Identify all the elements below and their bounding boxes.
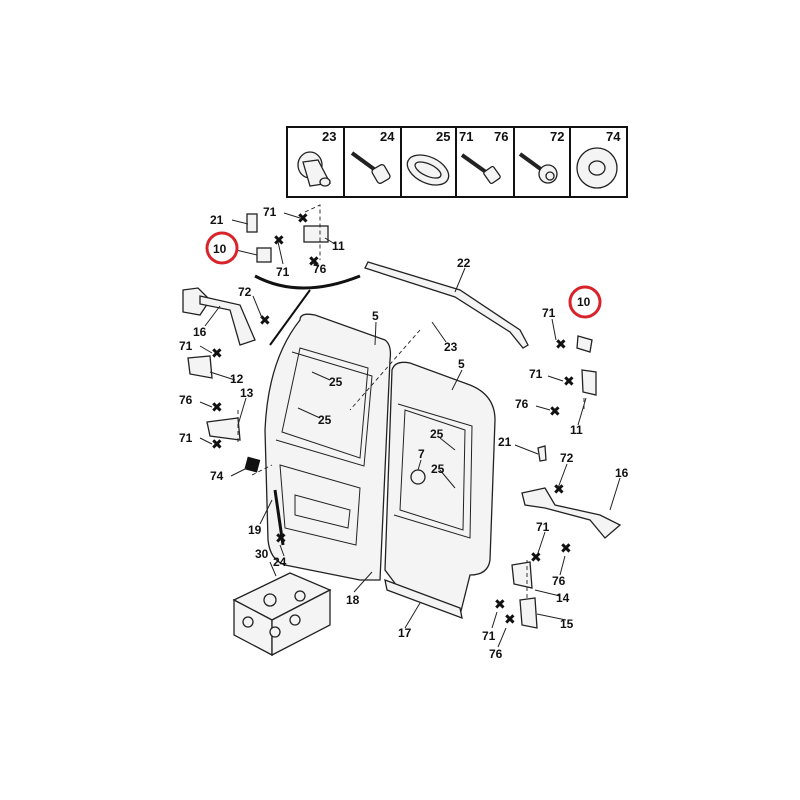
callout-71: 71 <box>529 367 543 381</box>
svg-text:✖: ✖ <box>259 313 271 329</box>
legend-header-72: 72 <box>550 129 564 144</box>
callout-72: 72 <box>238 285 252 299</box>
left-rear-door <box>244 313 392 581</box>
callout-71: 71 <box>276 265 290 279</box>
svg-text:✖: ✖ <box>560 541 572 557</box>
callout-72: 72 <box>560 451 574 465</box>
svg-text:✖: ✖ <box>549 404 561 420</box>
callout-16: 16 <box>193 325 207 339</box>
callout-76: 76 <box>489 647 503 661</box>
callout-10: 10 <box>577 295 591 309</box>
callout-25: 25 <box>430 427 444 441</box>
callout-11: 11 <box>332 239 345 253</box>
callout-22: 22 <box>457 256 471 270</box>
leader-lines <box>199 204 621 648</box>
round-washer-icon <box>576 147 618 189</box>
legend-header-23: 23 <box>322 129 336 144</box>
callout-labels: 21 71 10 71 11 76 22 72 16 5 23 71 12 25… <box>179 205 629 661</box>
callout-14: 14 <box>556 591 570 605</box>
svg-text:✖: ✖ <box>553 482 565 498</box>
callout-23: 23 <box>444 340 458 354</box>
callout-71: 71 <box>542 306 556 320</box>
callout-5: 5 <box>372 309 379 323</box>
svg-text:✖: ✖ <box>211 346 223 362</box>
callout-10: 10 <box>213 242 227 256</box>
roof-seal-strip <box>364 261 529 349</box>
callout-11: 11 <box>570 423 583 437</box>
highlight-circle-left-10 <box>205 231 239 265</box>
callout-13: 13 <box>240 386 254 400</box>
grommet-icon <box>297 151 331 187</box>
svg-text:✖: ✖ <box>494 597 506 613</box>
callout-18: 18 <box>346 593 360 607</box>
svg-text:✖: ✖ <box>504 612 516 628</box>
callout-71: 71 <box>482 629 496 643</box>
highlight-circle-right-10 <box>568 285 602 319</box>
callout-7: 7 <box>418 447 425 461</box>
callout-71: 71 <box>263 205 277 219</box>
callout-12: 12 <box>230 372 244 386</box>
legend-header-74: 74 <box>606 129 621 144</box>
callout-15: 15 <box>560 617 574 631</box>
callout-76: 76 <box>313 262 327 276</box>
callout-25: 25 <box>431 462 445 476</box>
hex-screw-icon <box>460 153 501 185</box>
callout-19: 19 <box>248 523 262 537</box>
svg-text:✖: ✖ <box>308 254 320 270</box>
callout-76: 76 <box>515 397 529 411</box>
legend-header-76: 76 <box>494 129 508 144</box>
svg-text:✖: ✖ <box>297 211 309 227</box>
legend-header-24: 24 <box>380 129 395 144</box>
svg-text:✖: ✖ <box>275 531 287 547</box>
callout-71: 71 <box>536 520 550 534</box>
callout-24: 24 <box>273 555 287 569</box>
callout-76: 76 <box>552 574 566 588</box>
svg-text:✖: ✖ <box>211 400 223 416</box>
fastener-kit-box <box>232 572 332 657</box>
callout-16: 16 <box>615 466 629 480</box>
svg-text:✖: ✖ <box>555 337 567 353</box>
legend-header-25: 25 <box>436 129 450 144</box>
callout-25: 25 <box>329 375 343 389</box>
callout-17: 17 <box>398 626 412 640</box>
callout-21: 21 <box>210 213 224 227</box>
callout-5: 5 <box>458 357 465 371</box>
callout-74: 74 <box>210 469 224 483</box>
callout-21: 21 <box>498 435 512 449</box>
right-rear-door <box>384 361 496 620</box>
oval-grommet-icon <box>406 154 450 186</box>
callout-25: 25 <box>318 413 332 427</box>
callout-71: 71 <box>179 339 193 353</box>
svg-text:✖: ✖ <box>530 550 542 566</box>
legend-header-71: 71 <box>459 129 473 144</box>
callout-71: 71 <box>179 431 193 445</box>
svg-text:✖: ✖ <box>563 374 575 390</box>
callout-76: 76 <box>179 393 193 407</box>
fastener-markers: ✖✖ ✖✖ ✖✖ ✖✖ ✖✖ ✖✖ ✖✖ ✖✖ <box>211 211 575 628</box>
callout-30: 30 <box>255 547 269 561</box>
square-plug <box>244 456 261 473</box>
square-head-bolt-icon <box>350 151 391 184</box>
washer-screw-icon <box>518 152 558 184</box>
svg-text:✖: ✖ <box>211 437 223 453</box>
fastener-legend-box: 23 24 25 71 76 72 74 <box>286 126 628 198</box>
svg-text:✖: ✖ <box>273 233 285 249</box>
